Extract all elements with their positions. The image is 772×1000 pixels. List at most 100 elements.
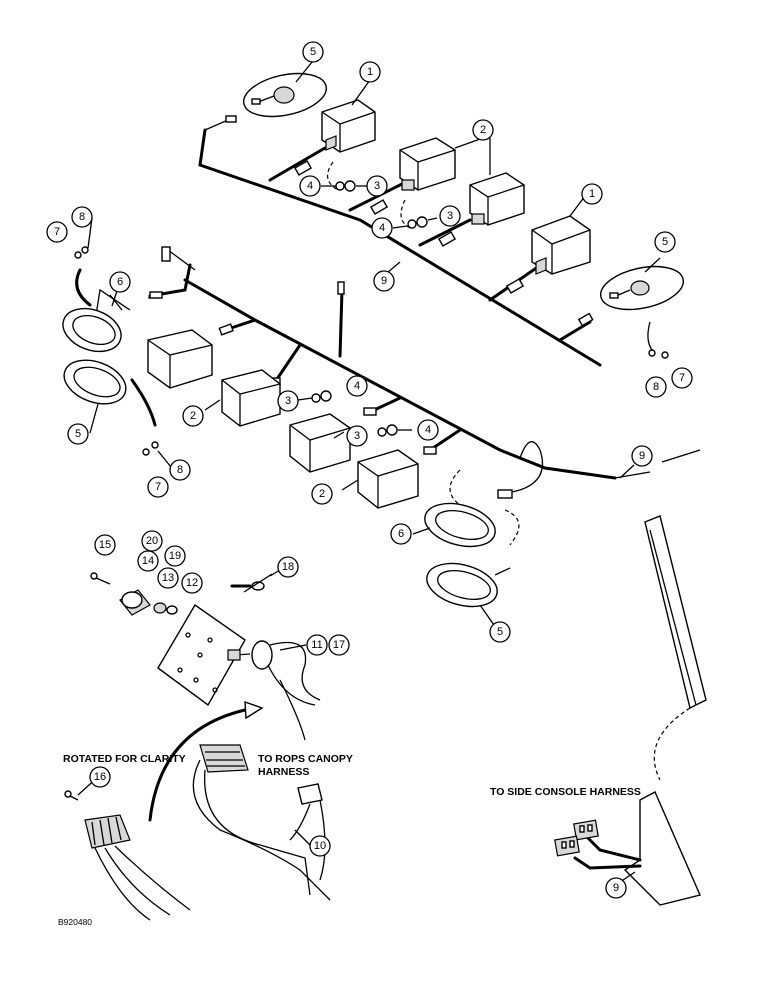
callout-9-a: 9 — [373, 270, 395, 292]
callout-6-a: 6 — [109, 271, 131, 293]
callout-7-b: 7 — [671, 367, 693, 389]
callout-9-b: 9 — [631, 445, 653, 467]
work-lamp-rear-1b — [531, 215, 591, 275]
callout-8-a: 8 — [71, 206, 93, 228]
svg-text:17: 17 — [333, 639, 345, 651]
callout-9-c: 9 — [605, 877, 627, 899]
work-lamp-front-4 — [357, 449, 419, 509]
svg-text:14: 14 — [142, 555, 154, 567]
svg-text:5: 5 — [75, 428, 81, 440]
figure-id: B920480 — [58, 917, 92, 927]
washers-rear — [327, 161, 428, 229]
svg-text:3: 3 — [354, 430, 360, 442]
svg-text:3: 3 — [447, 210, 453, 222]
svg-text:3: 3 — [374, 180, 380, 192]
svg-text:2: 2 — [319, 488, 325, 500]
callout-6-b: 6 — [390, 523, 412, 545]
oval-lamp-front-right-6 — [424, 469, 520, 548]
callout-5-b: 5 — [654, 231, 676, 253]
callout-2-c: 2 — [311, 483, 333, 505]
callout-18: 18 — [277, 556, 299, 578]
callout-11: 11 — [306, 634, 328, 656]
callout-4-c: 4 — [346, 375, 368, 397]
svg-text:18: 18 — [282, 561, 294, 573]
svg-text:8: 8 — [177, 464, 183, 476]
switch-panel-assembly — [64, 572, 331, 921]
callout-8-c: 8 — [169, 459, 191, 481]
oval-lamp-rear-right — [600, 265, 684, 359]
callout-4-b: 4 — [371, 217, 393, 239]
oval-lamp-front-right-5 — [426, 562, 511, 608]
svg-text:11: 11 — [311, 639, 322, 651]
svg-text:8: 8 — [653, 381, 659, 393]
work-lamp-rear-1 — [321, 99, 376, 153]
callout-3-c: 3 — [277, 390, 299, 412]
callout-5-a: 5 — [302, 41, 324, 63]
label-side-console: TO SIDE CONSOLE HARNESS — [490, 786, 641, 798]
svg-text:7: 7 — [155, 481, 161, 493]
oval-lamp-rear-left — [243, 72, 327, 118]
svg-text:3: 3 — [285, 395, 291, 407]
svg-text:5: 5 — [662, 236, 668, 248]
callout-15: 15 — [94, 534, 116, 556]
callout-16: 16 — [89, 766, 111, 788]
label-rops-canopy-1: TO ROPS CANOPY — [258, 753, 353, 765]
callout-7-a: 7 — [46, 221, 68, 243]
rear-harness-trunk — [198, 128, 602, 367]
oval-lamp-front-left-5 — [63, 359, 159, 456]
svg-text:7: 7 — [54, 226, 60, 238]
svg-text:10: 10 — [314, 840, 326, 852]
callout-17: 17 — [328, 634, 350, 656]
svg-text:1: 1 — [589, 188, 595, 200]
svg-text:5: 5 — [497, 626, 503, 638]
svg-text:8: 8 — [79, 211, 85, 223]
front-harness-trunk — [183, 278, 617, 480]
svg-text:5: 5 — [310, 46, 316, 58]
svg-text:2: 2 — [190, 410, 196, 422]
callout-13: 13 — [157, 567, 179, 589]
svg-text:12: 12 — [186, 577, 198, 589]
front-harness-assembly — [95, 246, 701, 499]
callout-8-b: 8 — [645, 376, 667, 398]
work-lamp-front-1 — [147, 329, 213, 389]
oval-lamp-front-left-6 — [62, 307, 122, 353]
callout-1-a: 1 — [359, 61, 381, 83]
callout-14: 14 — [137, 550, 159, 572]
callout-12: 12 — [181, 572, 203, 594]
fasteners-left-top — [74, 246, 92, 307]
svg-text:9: 9 — [613, 882, 619, 894]
svg-text:6: 6 — [117, 276, 123, 288]
work-lamp-front-2 — [221, 369, 281, 427]
work-lamp-rear-2a — [399, 137, 456, 191]
svg-text:20: 20 — [146, 535, 158, 547]
svg-text:16: 16 — [94, 771, 106, 783]
svg-text:1: 1 — [367, 66, 373, 78]
callout-10: 10 — [309, 835, 331, 857]
svg-text:9: 9 — [639, 450, 645, 462]
callout-3-b: 3 — [439, 205, 461, 227]
callout-3-a: 3 — [366, 175, 388, 197]
svg-text:4: 4 — [307, 180, 313, 192]
svg-text:4: 4 — [425, 424, 431, 436]
leader-lines — [77, 61, 661, 883]
washers-front — [311, 390, 398, 437]
svg-text:13: 13 — [162, 572, 174, 584]
callout-5-c: 5 — [67, 423, 89, 445]
svg-text:9: 9 — [381, 275, 387, 287]
label-rops-canopy-2: HARNESS — [258, 766, 309, 778]
callout-2-a: 2 — [472, 119, 494, 141]
callout-5-d: 5 — [489, 621, 511, 643]
svg-text:4: 4 — [354, 380, 360, 392]
svg-text:19: 19 — [169, 550, 181, 562]
callout-7-c: 7 — [147, 476, 169, 498]
work-lamp-front-3 — [289, 413, 351, 473]
label-rotated-for-clarity: ROTATED FOR CLARITY — [63, 753, 186, 765]
callout-19: 19 — [164, 545, 186, 567]
side-console-harness — [554, 515, 707, 906]
svg-text:2: 2 — [480, 124, 486, 136]
callout-20: 20 — [141, 530, 163, 552]
svg-text:15: 15 — [99, 539, 111, 551]
callout-4-d: 4 — [417, 419, 439, 441]
callout-2-b: 2 — [182, 405, 204, 427]
